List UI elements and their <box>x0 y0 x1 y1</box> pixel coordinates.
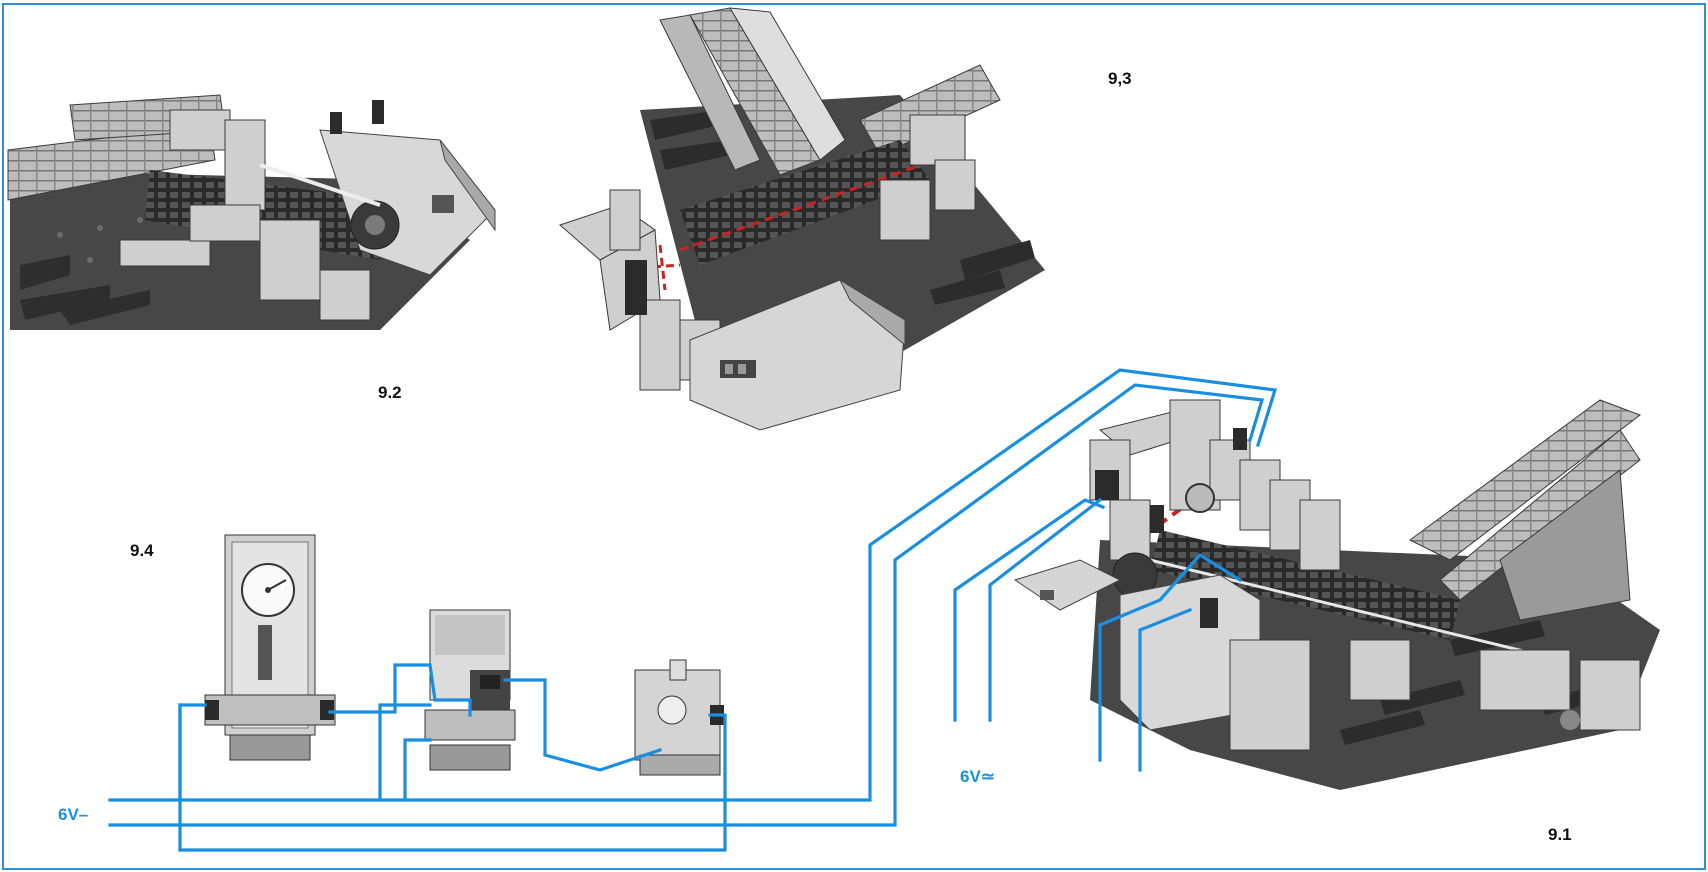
light-beam-9-3 <box>679 158 936 252</box>
figure-label-9-1: 9.1 <box>1548 825 1572 844</box>
relay-module <box>424 609 516 771</box>
timer-module <box>204 534 336 761</box>
model-9-2-illustration <box>7 94 496 330</box>
switch-module <box>634 659 724 776</box>
model-9-3-illustration <box>559 7 1045 431</box>
figure-label-9-3: 9,3 <box>1108 69 1132 88</box>
wiring <box>108 368 1278 852</box>
dc-supply-label: 6V– <box>58 805 88 824</box>
figure-label-9-4: 9.4 <box>130 541 154 560</box>
figure-label-9-2: 9.2 <box>378 383 402 402</box>
model-9-1-illustration <box>1013 399 1660 790</box>
page-frame <box>2 3 1706 870</box>
ac-supply-label: 6V≃ <box>960 767 995 786</box>
